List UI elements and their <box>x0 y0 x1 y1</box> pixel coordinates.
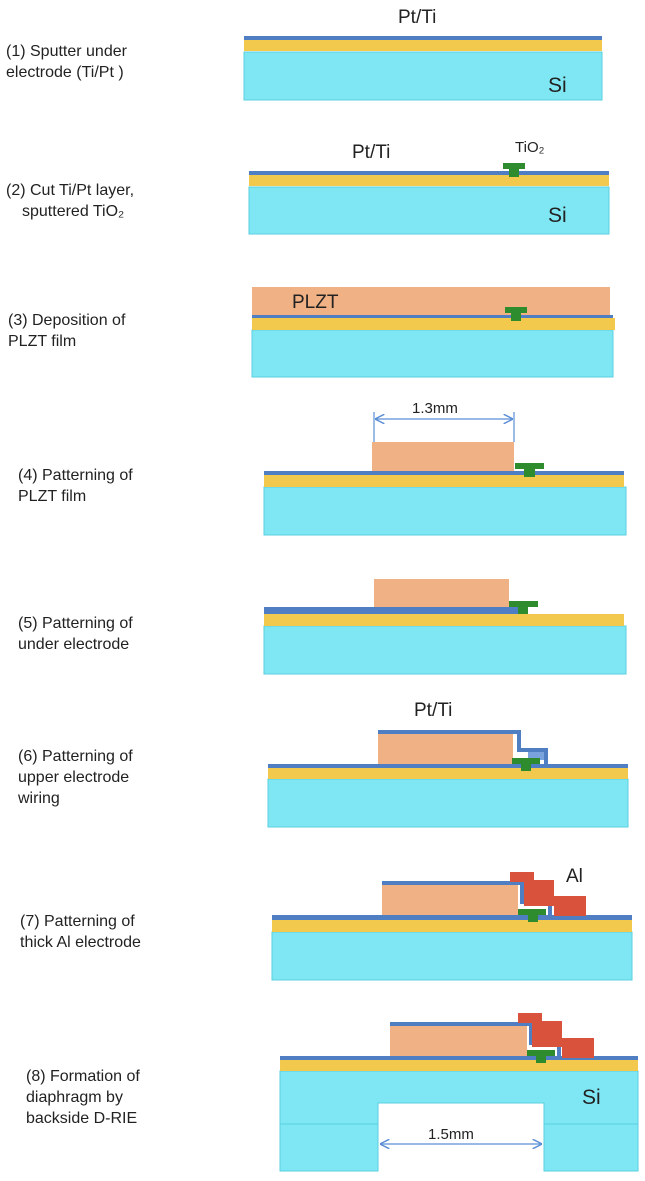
pt-electrode-layer <box>280 1056 638 1060</box>
plzt-film <box>378 734 513 764</box>
tio2-pad <box>512 758 540 771</box>
ti-adhesion-layer <box>272 920 632 932</box>
pt-electrode-layer <box>264 607 522 614</box>
al-electrode-top <box>510 872 534 882</box>
pt-electrode-layer <box>252 315 613 318</box>
pt-ti-label: Pt/Ti <box>398 7 436 28</box>
step-1-label: (1) Sputter under electrode (Ti/Pt ) <box>6 43 127 81</box>
si-label: Si <box>582 1086 601 1109</box>
ti-adhesion-layer <box>252 318 615 330</box>
silicon-substrate <box>243 51 603 101</box>
al-electrode-block <box>524 880 554 906</box>
step-7-label: (7) Patterning of thick Al electrode <box>20 913 141 951</box>
plzt-film <box>252 287 610 316</box>
step-6-label: (6) Patterning of upper electrode wiring <box>18 748 133 807</box>
step-8-diagram: 1.5mm Si <box>279 1013 639 1172</box>
ti-adhesion-layer <box>249 175 609 186</box>
plzt-film <box>382 885 518 915</box>
tio2-pad <box>527 1050 555 1063</box>
tio2-pad <box>503 163 525 177</box>
step-5-label: (5) Patterning of under electrode <box>18 615 133 653</box>
silicon-substrate <box>248 186 610 235</box>
wiring-step <box>528 752 544 760</box>
silicon-substrate <box>263 486 627 536</box>
tio2-pad <box>515 463 544 477</box>
silicon-substrate <box>267 778 629 828</box>
pt-ti-label: Pt/Ti <box>414 700 452 721</box>
dimension-label: 1.5mm <box>428 1126 474 1143</box>
si-label: Si <box>548 74 567 97</box>
ti-adhesion-layer <box>280 1060 638 1071</box>
step-4-label: (4) Patterning of PLZT film <box>18 467 133 505</box>
ti-adhesion-layer <box>264 614 624 626</box>
silicon-substrate <box>251 329 614 378</box>
step-3-label: (3) Deposition of PLZT film <box>8 312 126 350</box>
tio2-pad <box>505 307 527 321</box>
pt-electrode-layer <box>264 471 624 475</box>
al-electrode-pad <box>562 1038 594 1058</box>
silicon-substrate-etched <box>279 1070 639 1172</box>
plzt-label: PLZT <box>292 292 339 313</box>
upper-electrode-wiring <box>390 1022 561 1060</box>
step-2-diagram: Pt/Ti TiO₂ Si <box>248 139 610 235</box>
plzt-film <box>374 579 509 607</box>
step-7-diagram: Al <box>271 866 633 981</box>
step-5-diagram <box>263 579 627 675</box>
step-8-label: (8) Formation of diaphragm by backside D… <box>26 1068 140 1127</box>
plzt-film <box>390 1026 527 1056</box>
pt-electrode-layer <box>244 36 602 40</box>
al-label: Al <box>566 866 583 887</box>
pt-electrode-layer <box>249 171 609 175</box>
silicon-substrate <box>263 625 627 675</box>
step-4-diagram: 1.3mm <box>263 400 627 536</box>
tio2-label: TiO₂ <box>515 139 545 156</box>
ti-adhesion-layer <box>268 768 628 779</box>
pt-electrode-layer <box>268 764 628 768</box>
step-3-diagram: PLZT <box>251 287 615 378</box>
upper-electrode-wiring <box>378 730 548 768</box>
upper-electrode-wiring <box>382 881 552 920</box>
ti-adhesion-layer <box>264 475 624 487</box>
plzt-film <box>372 442 514 471</box>
tio2-pad <box>518 909 546 922</box>
ti-adhesion-layer <box>244 40 602 51</box>
al-electrode-block <box>532 1021 562 1047</box>
step-1-diagram: Pt/Ti Si <box>243 7 603 101</box>
pt-electrode-layer <box>272 915 632 920</box>
silicon-substrate <box>271 931 633 981</box>
tio2-pad <box>509 601 538 614</box>
dimension-label: 1.3mm <box>412 400 458 417</box>
si-label: Si <box>548 204 567 227</box>
step-2-label: (2) Cut Ti/Pt layer, sputtered TiO₂ <box>6 182 135 220</box>
step-6-diagram: Pt/Ti <box>267 700 629 828</box>
pt-ti-label: Pt/Ti <box>352 142 390 163</box>
al-electrode-pad <box>554 896 586 916</box>
al-electrode-top <box>518 1013 542 1023</box>
